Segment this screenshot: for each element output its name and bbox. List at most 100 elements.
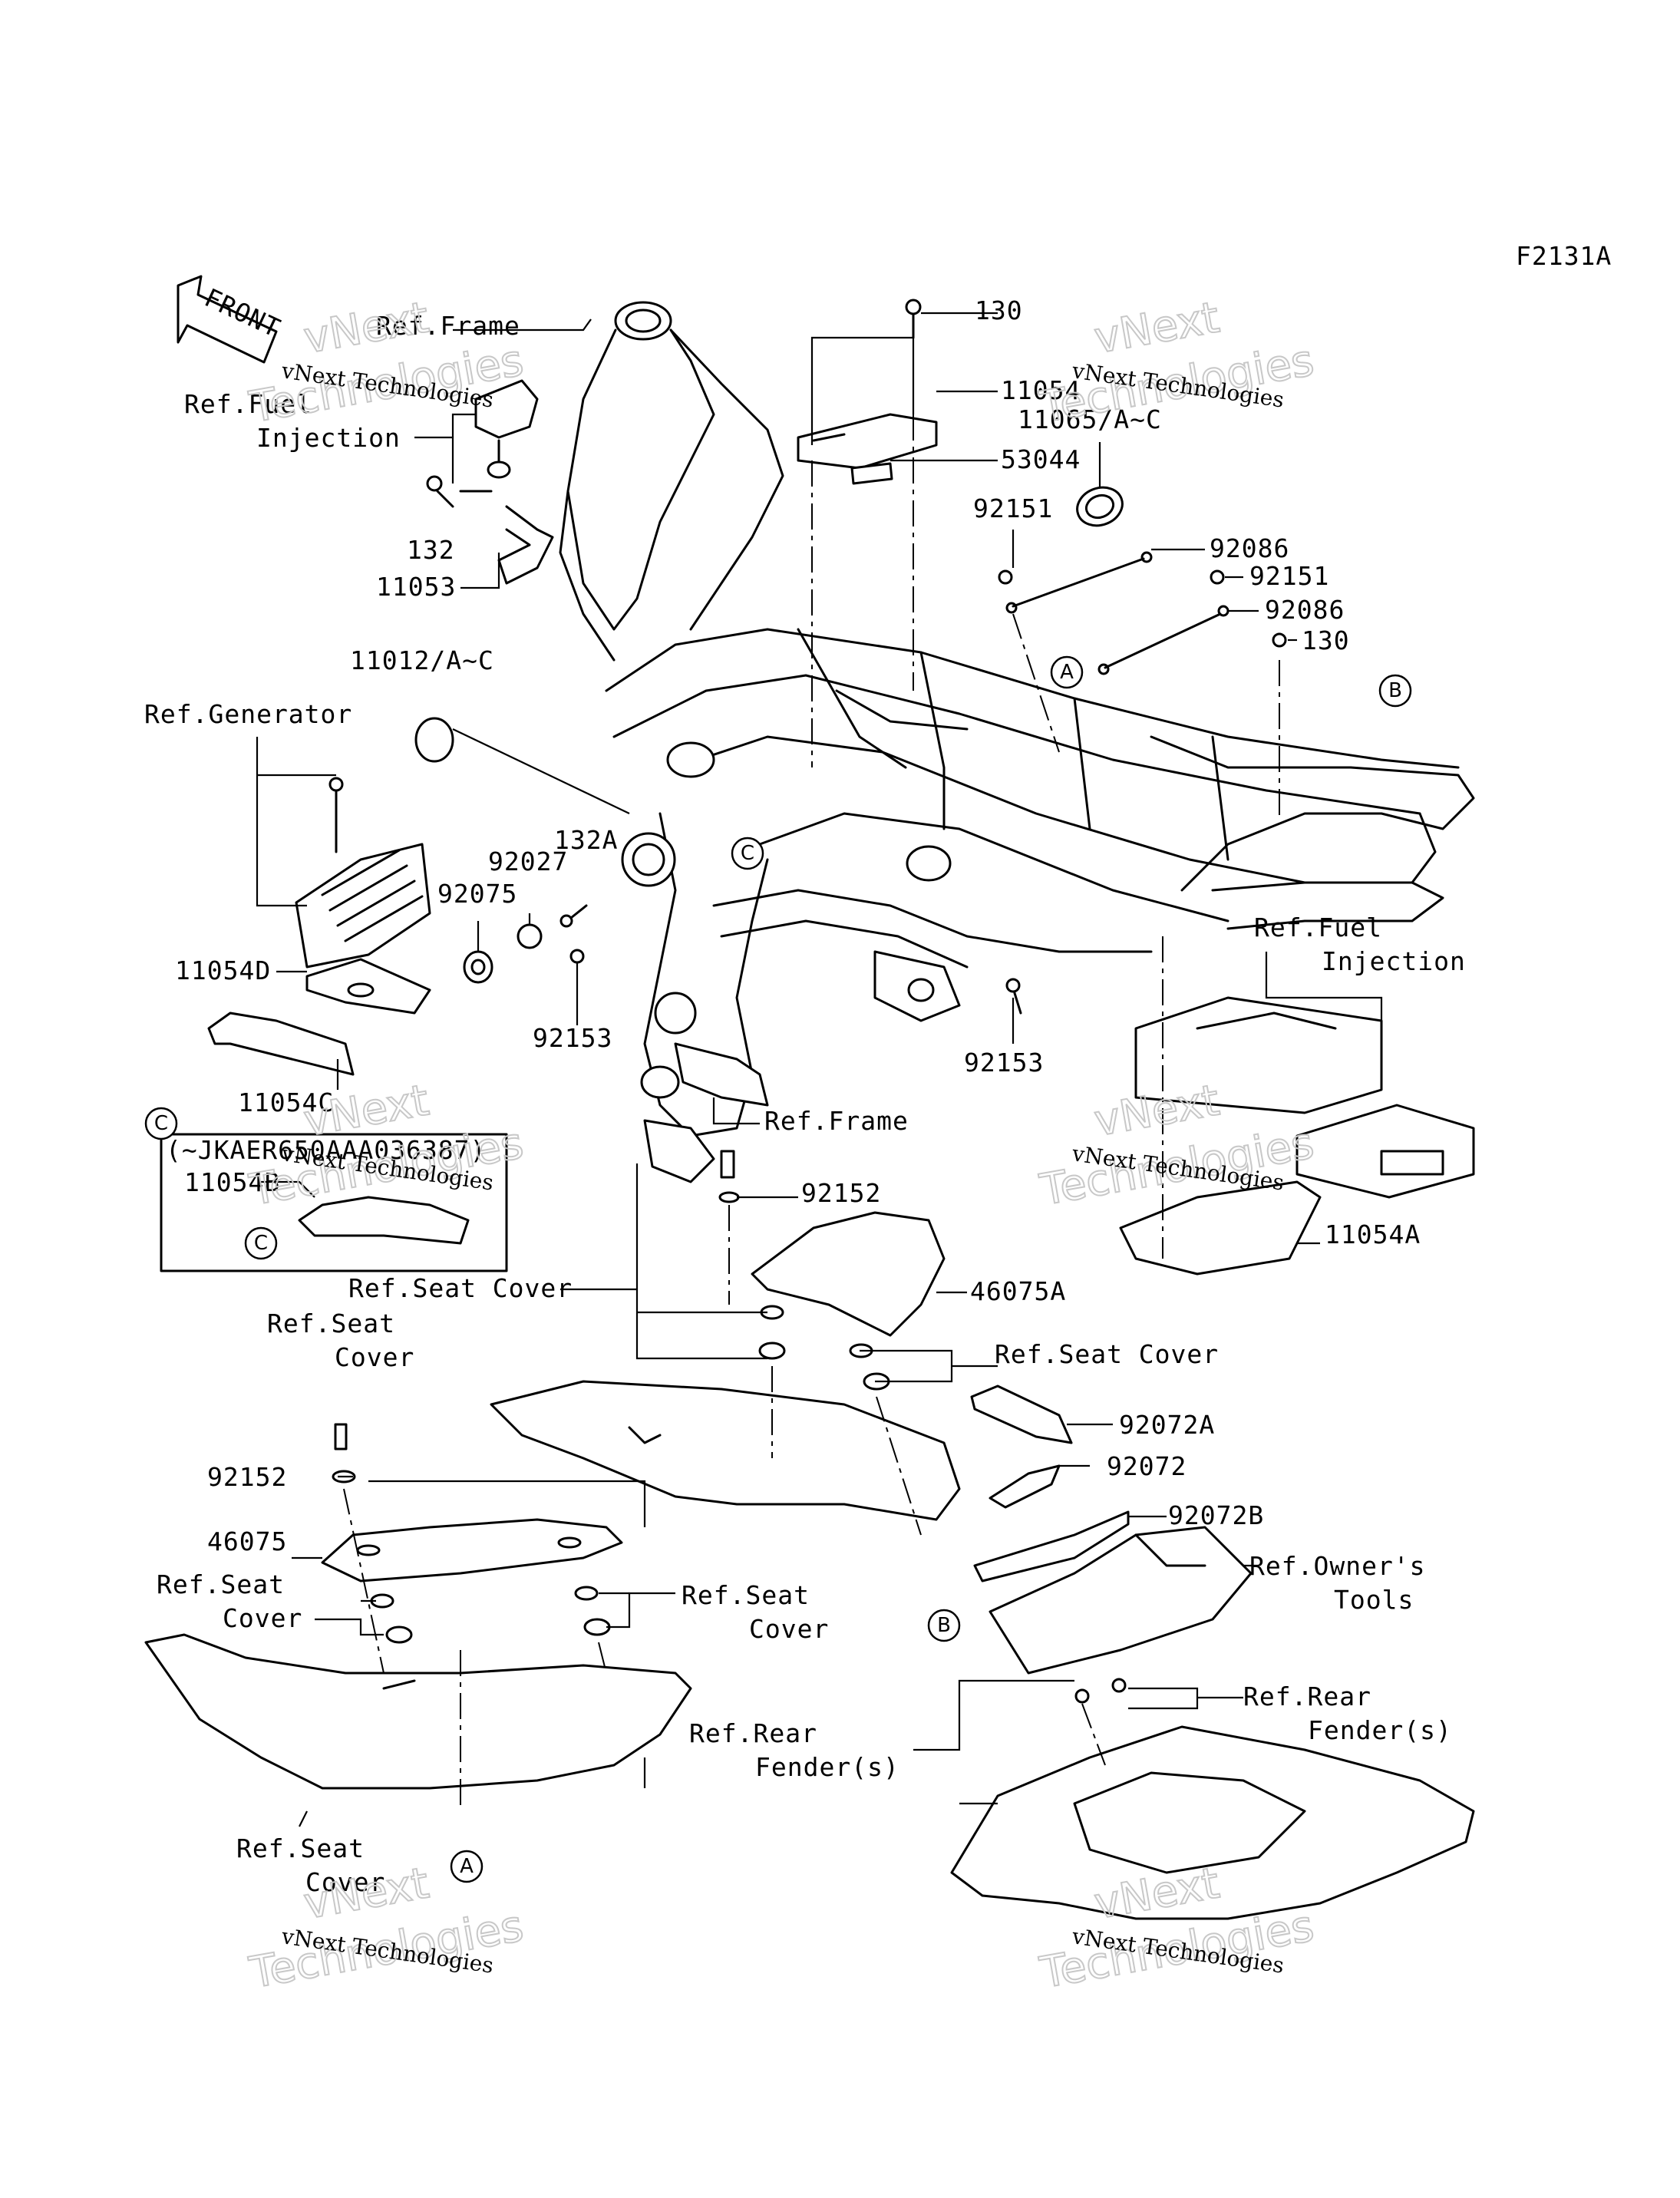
label-ref-seat-cover-lower-left-2: Cover	[223, 1603, 302, 1633]
bolt-132	[426, 475, 454, 508]
callout-b-top: B	[1378, 674, 1412, 708]
label-92086-b: 92086	[1265, 595, 1345, 625]
label-11054c: 11054C	[238, 1087, 334, 1117]
strap-92072a	[970, 1384, 1073, 1444]
strap-92072	[989, 1464, 1061, 1509]
frame-assembly	[559, 301, 1475, 1183]
label-46075: 46075	[207, 1526, 287, 1556]
label-ref-fuel-injection-left-1: Ref.Fuel	[184, 389, 312, 419]
label-130-top: 130	[975, 295, 1023, 325]
svg-text:C: C	[154, 1112, 168, 1135]
label-ref-fuel-injection-right-2: Injection	[1322, 946, 1466, 976]
bolt-92153-right	[1005, 978, 1022, 1015]
label-ref-seat-cover-left-1: Ref.Seat	[267, 1309, 395, 1338]
label-11054b: 11054B	[184, 1167, 280, 1197]
label-ref-seat-cover-lower-left-1: Ref.Seat	[157, 1569, 285, 1599]
part-labels: Ref.Frame Ref.Fuel Injection 132 11053 1…	[144, 295, 1466, 1897]
label-130-right: 130	[1302, 625, 1350, 655]
watermark-bottom-left: vNext Technologies vNext Technologies	[245, 1857, 528, 1999]
svg-text:vNext: vNext	[1091, 292, 1223, 363]
bracket-11054	[797, 413, 938, 470]
bracket-11054a	[1119, 1180, 1322, 1276]
label-46075a: 46075A	[970, 1276, 1066, 1306]
callout-a-bottom: A	[450, 1850, 484, 1883]
label-92151-a: 92151	[973, 493, 1053, 523]
label-92072a: 92072A	[1119, 1410, 1215, 1440]
svg-text:A: A	[1060, 661, 1074, 684]
callout-c-box: C	[244, 1226, 278, 1260]
label-ref-rear-fender-mid-2: Fender(s)	[755, 1752, 899, 1782]
label-ref-frame-bottom: Ref.Frame	[764, 1106, 909, 1136]
grab-rail-46075	[321, 1518, 623, 1582]
bolt-92151-b	[1210, 569, 1225, 585]
label-92072b: 92072B	[1168, 1500, 1264, 1530]
bolt-92151-a	[998, 569, 1013, 585]
cable-92086-b	[1097, 605, 1229, 675]
bracket-11054d	[305, 958, 431, 1015]
label-ref-seat-cover-center: Ref.Seat Cover	[348, 1273, 573, 1303]
label-92153-right: 92153	[964, 1048, 1044, 1078]
strap-92072b	[973, 1510, 1130, 1582]
label-11012: 11012/A~C	[350, 645, 494, 675]
serial-range-box	[160, 1133, 508, 1272]
label-92153-left: 92153	[533, 1023, 612, 1053]
bolt-92153-left	[569, 949, 585, 964]
label-92152-top: 92152	[801, 1178, 881, 1208]
collar-92027	[517, 923, 543, 949]
svg-text:C: C	[254, 1232, 268, 1255]
svg-text:vNext: vNext	[1091, 1075, 1223, 1146]
label-ref-owners-tools-1: Ref.Owner's	[1249, 1551, 1426, 1581]
leader-lines	[256, 312, 1383, 1827]
grommet-11065	[1076, 486, 1124, 527]
bracket-11054c	[207, 1012, 355, 1076]
owners-tools-bag	[989, 1526, 1253, 1675]
fuel-injection-bracket	[459, 379, 554, 585]
regulator	[295, 777, 431, 969]
label-serial-range: (~JKAER650AAA036387)	[166, 1135, 486, 1165]
label-92075: 92075	[437, 879, 517, 909]
callout-c-left: C	[144, 1107, 178, 1140]
bolt-130-top	[905, 299, 922, 339]
bolt-130-right	[1272, 632, 1287, 648]
svg-text:B: B	[1388, 679, 1402, 702]
bolt-132a	[559, 904, 588, 928]
label-92072: 92072	[1107, 1451, 1187, 1481]
label-11065: 11065/A~C	[1018, 404, 1162, 434]
label-ref-seat-cover-lower-mid-1: Ref.Seat	[682, 1580, 810, 1610]
svg-text:B: B	[937, 1614, 951, 1637]
figure-code: F2131A	[1516, 241, 1612, 271]
label-ref-seat-cover-right: Ref.Seat Cover	[995, 1339, 1219, 1369]
collar-92075	[463, 950, 493, 984]
label-ref-rear-fender-right-2: Fender(s)	[1308, 1715, 1452, 1745]
seat-cover-left	[144, 1633, 692, 1790]
svg-text:C: C	[741, 842, 754, 865]
label-ref-owners-tools-2: Tools	[1334, 1585, 1414, 1615]
svg-text:A: A	[460, 1855, 474, 1878]
label-ref-seat-cover-left-2: Cover	[335, 1342, 414, 1372]
watermark-top-right: vNext Technologies vNext Technologies	[1035, 292, 1319, 434]
label-ref-fuel-injection-left-2: Injection	[256, 423, 401, 453]
label-92152-left: 92152	[207, 1462, 287, 1492]
damper-rubbers-left	[370, 1586, 611, 1644]
label-11053: 11053	[376, 572, 456, 602]
seat-cover-tray	[490, 1380, 961, 1521]
part-53044	[850, 462, 893, 485]
label-ref-rear-fender-right-1: Ref.Rear	[1243, 1682, 1371, 1711]
grab-rail-46075a	[751, 1211, 946, 1337]
label-ref-seat-cover-lower-mid-2: Cover	[749, 1614, 829, 1644]
front-arrow-icon: FRONT	[177, 275, 286, 364]
label-ref-fuel-injection-right-1: Ref.Fuel	[1254, 913, 1382, 942]
bolt-92152-top	[718, 1150, 740, 1203]
callout-b-bottom: B	[927, 1609, 961, 1642]
front-label: FRONT	[200, 282, 286, 343]
label-11054: 11054	[1001, 375, 1081, 405]
cable-92086-a	[1005, 551, 1153, 614]
rear-fender	[950, 1678, 1475, 1920]
label-92151-b: 92151	[1249, 561, 1329, 591]
label-ref-frame-top: Ref.Frame	[376, 311, 520, 341]
label-ref-seat-cover-bottom-2: Cover	[305, 1867, 385, 1897]
label-92027: 92027	[488, 847, 568, 876]
grommet-11012	[414, 717, 630, 814]
label-ref-generator: Ref.Generator	[144, 699, 352, 729]
